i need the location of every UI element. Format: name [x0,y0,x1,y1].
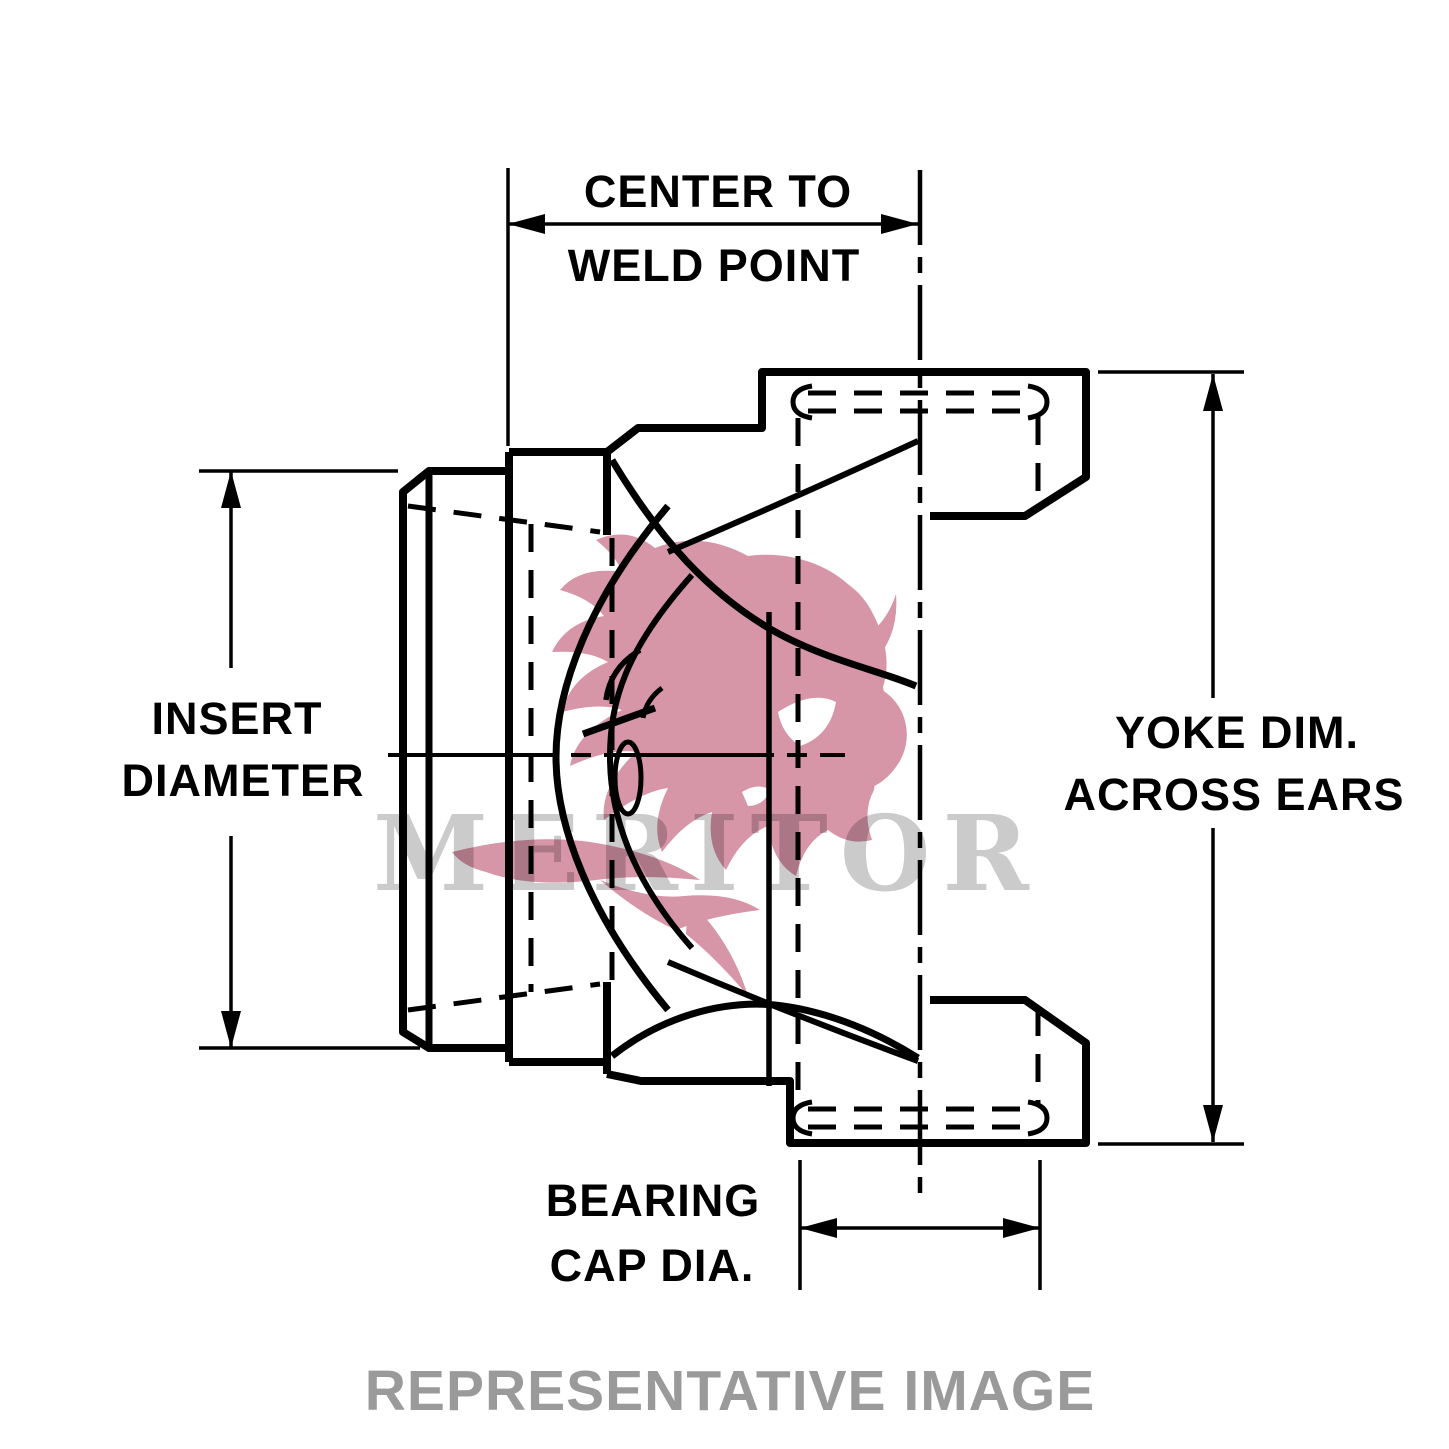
upper-bore-right-cap [1027,383,1050,421]
center-to-weld-label-line2: WELD POINT [568,240,860,291]
arrowhead-left-icon [508,214,545,234]
arrowhead-left-icon [800,1218,837,1238]
griffin-nostril-shape [742,786,770,806]
lower-bore-left-cap [790,1099,813,1137]
griffin-horn-top-shape [846,594,897,672]
griffin-eye-shape [778,697,836,746]
dim-center-to-weld [506,168,918,446]
bearing-cap-label-line1: BEARING [546,1175,761,1226]
arrowhead-down-icon [221,1011,241,1048]
lower-arm-edge-diagonal [666,959,920,1064]
arrowhead-right-icon [881,214,918,234]
upper-arm-edge-diagonal [666,438,920,555]
representative-image-label: REPRESENTATIVE IMAGE [365,1359,1095,1423]
lower-bore-right-cap [1027,1099,1050,1137]
center-to-weld-label-line1: CENTER TO [584,166,852,217]
meritor-griffin-logo-icon [452,534,907,996]
arrowhead-up-icon [1203,374,1223,411]
upper-bore-left-cap [790,383,813,421]
dim-yoke-across-ears [1098,370,1244,1146]
arrowhead-right-icon [1003,1218,1040,1238]
griffin-legs-shape [452,839,700,883]
yoke-dim-label-line2: ACROSS EARS [1063,769,1404,820]
lower-ear-outline [606,996,1090,1147]
lower-arm-inner-sweep [609,1000,920,1061]
yoke-dim-label-line1: YOKE DIM. [1115,707,1359,758]
insert-diameter-label-line2: DIAMETER [122,755,365,806]
dim-bearing-cap [798,1160,1042,1290]
hub-bore-taper-top-hidden [407,503,601,535]
arrowhead-down-icon [1203,1105,1223,1142]
insert-diameter-label-line1: INSERT [151,693,322,744]
dimension-arrowheads [221,214,1223,1238]
upper-ear-outline [604,368,1090,520]
dimension-labels: CENTER TO WELD POINT INSERT DIAMETER YOK… [122,166,1404,1291]
hub-bore-taper-bottom-hidden [407,981,601,1013]
arrowhead-up-icon [221,471,241,508]
griffin-beard-shape [686,900,748,996]
bearing-cap-label-line2: CAP DIA. [550,1240,755,1291]
griffin-head-shape [636,568,907,837]
griffin-foreleg-shape [600,880,760,930]
griffin-horn-shape [864,706,901,762]
hub-outline [399,467,513,1052]
